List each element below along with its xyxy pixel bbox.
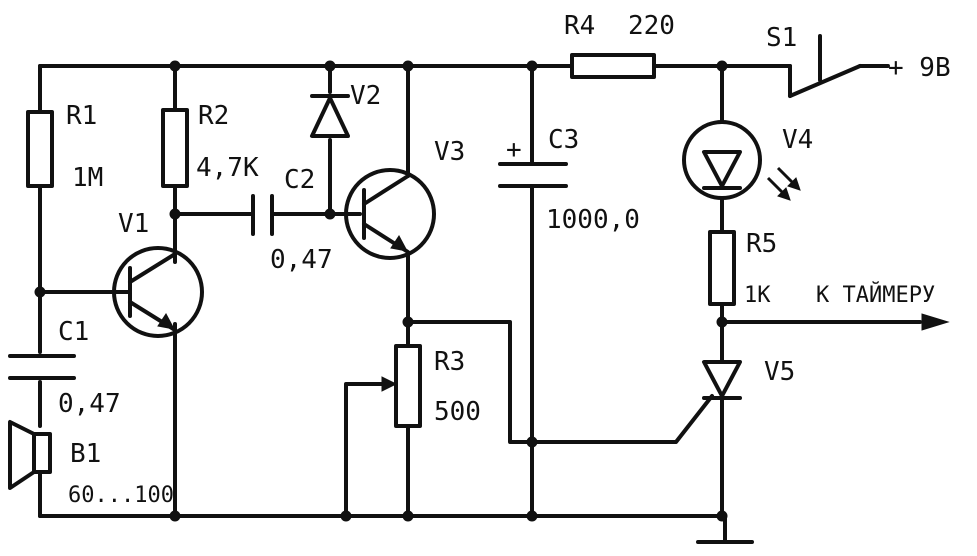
c2-designator: C2 [284, 165, 315, 195]
s1-designator: S1 [766, 23, 797, 53]
potentiometer-r3: R3 500 [381, 344, 481, 428]
v2-triangle [310, 96, 350, 138]
resistor-r5-body [708, 230, 736, 306]
junction-dot [324, 60, 336, 72]
switch-wire [788, 64, 890, 98]
b1-coil [32, 432, 52, 474]
junction-dot [716, 510, 728, 522]
c1-value: 0,47 [58, 389, 121, 419]
v4-ray-arrow [777, 187, 791, 201]
v3-envelope [344, 168, 436, 260]
thyristor-v5: V5 [702, 357, 795, 400]
r3-wiper-wire [344, 382, 394, 518]
junction-dot [526, 510, 538, 522]
v3-collector-lead [362, 174, 410, 206]
junction-dot [716, 60, 728, 72]
resistor-r1: R1 1M [26, 101, 103, 193]
resistor-r2-body [161, 108, 189, 188]
capacitor-c2: C2 0,47 [251, 165, 333, 275]
junction-dot [34, 286, 46, 298]
junction-dot [402, 510, 414, 522]
c1-designator: C1 [58, 317, 89, 347]
v1-emitter-arrow [157, 313, 175, 330]
c3-plus-sign: + [506, 135, 522, 165]
junction-dot [340, 510, 352, 522]
r1-designator: R1 [66, 101, 97, 131]
v5-designator: V5 [764, 357, 795, 387]
r2-designator: R2 [198, 101, 229, 131]
output-label: K ТАЙМЕРУ [816, 282, 935, 308]
r5-designator: R5 [746, 229, 777, 259]
c2-value: 0,47 [270, 245, 333, 275]
switch-s1: S1 + 9B [766, 23, 951, 98]
capacitor-c3: + C3 1000,0 [498, 125, 640, 235]
v4-triangle [702, 150, 742, 188]
junction-dot [169, 60, 181, 72]
v1-collector-lead [128, 252, 177, 284]
junction-dot [526, 60, 538, 72]
v5-triangle [702, 360, 742, 398]
potentiometer-r3-body [394, 344, 422, 428]
junction-dot [402, 60, 414, 72]
capacitor-c1: C1 0,47 [8, 317, 121, 419]
junctions [34, 60, 728, 522]
v5-gate-wire [406, 320, 714, 444]
junction-dot [716, 316, 728, 328]
led-v4: V4 [682, 120, 813, 201]
junction-dot [402, 316, 414, 328]
r2-value: 4,7K [196, 153, 259, 183]
resistor-r4-body [570, 53, 656, 79]
b1-cone [8, 420, 36, 490]
r3-value: 500 [434, 397, 481, 427]
speaker-b1: B1 60...100 [8, 420, 174, 508]
output-arrow-icon [921, 313, 950, 331]
r3-designator: R3 [434, 347, 465, 377]
v4-designator: V4 [782, 125, 813, 155]
resistor-r4: R4 220 [564, 11, 675, 79]
r4-designator: R4 [564, 11, 595, 41]
junction-dot [324, 208, 336, 220]
supply-label: + 9B [888, 53, 951, 83]
resistor-r2: R2 4,7K [161, 101, 259, 188]
junction-dot [526, 436, 538, 448]
v3-emitter-arrow [390, 235, 408, 252]
r4-value: 220 [628, 11, 675, 41]
v3-designator: V3 [434, 137, 465, 167]
b1-designator: B1 [70, 439, 101, 469]
s1-blade [788, 64, 862, 98]
junction-dot [169, 510, 181, 522]
r1-value: 1M [72, 163, 103, 193]
r3-wiper-arrow [381, 376, 398, 392]
junction-dot [169, 208, 181, 220]
transistor-v3: V3 [344, 137, 465, 260]
r5-value: 1K [744, 283, 771, 308]
v4-envelope [682, 120, 762, 200]
v4-ray-arrow [787, 177, 801, 191]
resistor-r1-body [26, 110, 54, 188]
output-terminal: K ТАЙМЕРУ [816, 282, 950, 331]
transistor-v1: V1 [110, 209, 204, 338]
c3-designator: C3 [548, 125, 579, 155]
c3-value: 1000,0 [546, 205, 640, 235]
diode-v2: V2 [310, 81, 381, 138]
b1-value: 60...100 [68, 483, 174, 508]
v1-designator: V1 [118, 209, 149, 239]
resistor-r5: R5 1K [708, 229, 777, 308]
v2-designator: V2 [350, 81, 381, 111]
